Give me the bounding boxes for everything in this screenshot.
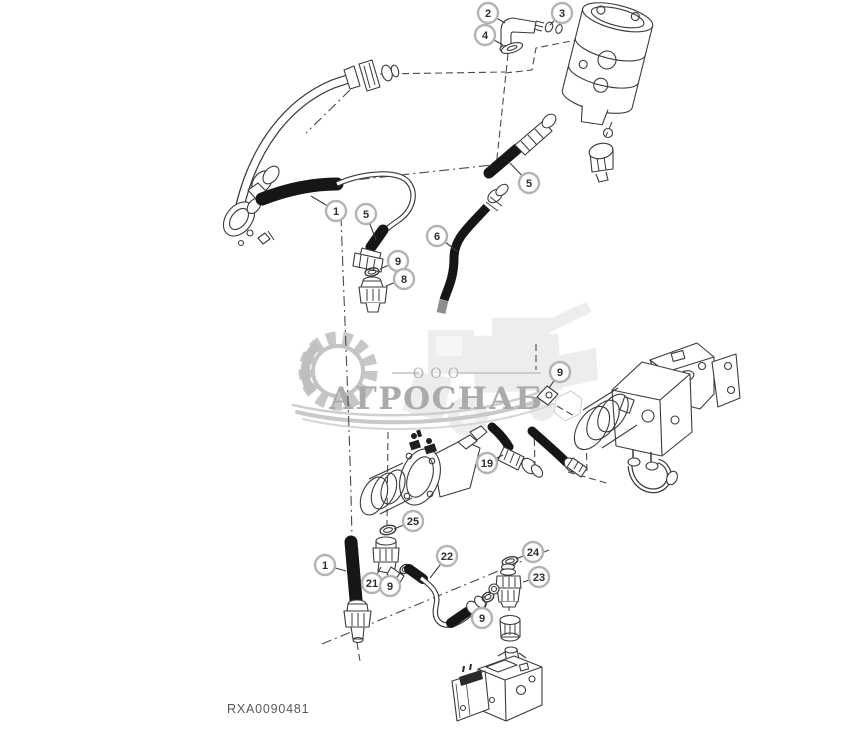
- inline-connector: [588, 127, 614, 183]
- callout-9-18: 9: [470, 601, 494, 630]
- callout-circle: [473, 23, 497, 47]
- watermark-swoosh: [291, 388, 554, 430]
- callout-19-10: 19: [475, 451, 504, 475]
- clamp-4: [500, 41, 524, 55]
- callout-number: 3: [559, 8, 565, 20]
- motor-top-ports: [409, 429, 437, 455]
- hose-1-upper: [255, 171, 416, 234]
- callout-number: 8: [401, 274, 407, 286]
- hose-1-lower: [343, 535, 372, 644]
- callout-number: 5: [363, 209, 369, 221]
- callout-number: 24: [527, 547, 540, 559]
- callout-circle: [324, 199, 348, 223]
- gear-icon: [298, 331, 378, 411]
- callout-24-16: 24: [515, 540, 545, 564]
- figure-id-label: RXA0090481: [227, 702, 310, 716]
- callout-number: 4: [482, 30, 489, 42]
- callout-9-9: 9: [548, 360, 572, 389]
- callout-number: 21: [366, 578, 378, 590]
- callout-number: 19: [481, 458, 493, 470]
- callout-circle: [313, 553, 337, 577]
- callout-circle: [476, 1, 500, 25]
- callout-number: 1: [322, 560, 328, 572]
- hose-to-pump: [527, 426, 588, 478]
- pump-assembly: [573, 342, 741, 494]
- callout-number: 9: [395, 256, 401, 268]
- callout-21-13: 21: [360, 566, 384, 595]
- callout-circle: [401, 509, 425, 533]
- callout-number: 25: [407, 516, 419, 528]
- valve-block: [451, 655, 543, 722]
- o-ring-9-upper: [364, 267, 380, 277]
- coupler-nut: [499, 614, 521, 642]
- callout-circle: [425, 224, 449, 248]
- callout-number: 9: [387, 581, 393, 593]
- o-ring-clip-9-pump: [536, 385, 583, 422]
- tee-fitting-21: [372, 536, 411, 585]
- supply-hose-top: [222, 59, 400, 247]
- callout-circle: [354, 202, 378, 226]
- callout-circle: [548, 360, 572, 384]
- tube-22: [404, 564, 486, 628]
- fitting-stack-5-9-8: [352, 224, 389, 313]
- callout-8-8: 8: [385, 267, 416, 291]
- callout-circle: [392, 267, 416, 291]
- callout-circle: [527, 565, 551, 589]
- hose-19-fitting: [487, 422, 544, 478]
- callout-number: 23: [533, 572, 545, 584]
- callout-number: 9: [557, 367, 563, 379]
- hose-6: [436, 183, 509, 315]
- callout-number: 9: [479, 613, 485, 625]
- callout-1-3: 1: [310, 195, 348, 223]
- callout-1-12: 1: [313, 553, 347, 577]
- callout-5-5: 5: [509, 162, 541, 195]
- callout-22-15: 22: [429, 544, 459, 579]
- steering-motor-unit: [561, 2, 654, 126]
- callout-circle: [470, 606, 494, 630]
- callout-circle: [550, 1, 574, 25]
- callout-9-14: 9: [378, 571, 402, 598]
- callout-25-11: 25: [393, 509, 425, 533]
- callout-number: 2: [485, 8, 491, 20]
- watermark-org-type: ООО: [413, 366, 465, 382]
- motor-assembly: [359, 425, 488, 516]
- callout-3-1: 3: [549, 1, 574, 26]
- callout-number: 5: [526, 178, 532, 190]
- callout-circle: [475, 451, 499, 475]
- callout-circle: [435, 544, 459, 568]
- watermark-org-name: АГРОСНАБ: [329, 381, 544, 417]
- callout-number: 6: [434, 231, 440, 243]
- callout-number: 1: [333, 206, 339, 218]
- adapter-fitting-8: [358, 276, 388, 313]
- callout-6-6: 6: [425, 224, 458, 252]
- callout-number: 22: [441, 551, 453, 563]
- hose-5-right-fitting: [483, 113, 557, 179]
- callout-23-17: 23: [522, 565, 551, 589]
- callout-circle: [521, 540, 545, 564]
- callout-5-4: 5: [354, 202, 378, 241]
- tee-fitting-23: [488, 563, 522, 608]
- callout-circle: [517, 171, 541, 195]
- callout-circle: [378, 574, 402, 598]
- callout-2-0: 2: [476, 1, 506, 25]
- callout-4-2: 4: [473, 23, 504, 47]
